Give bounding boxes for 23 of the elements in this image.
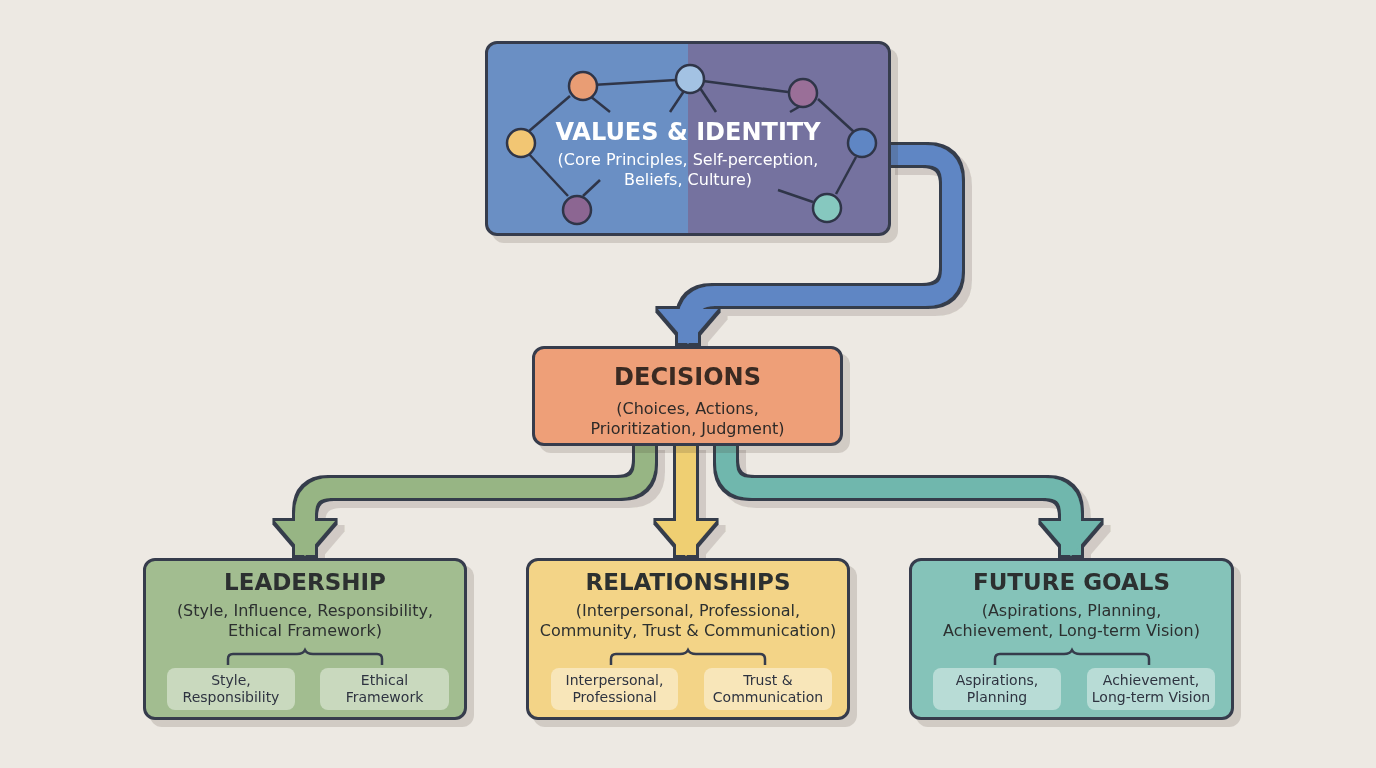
box-description: (Interpersonal, Professional, Community, Trust & Communication) [538,601,838,641]
box-title: LEADERSHIP [223,569,387,595]
box-title: FUTURE GOALS [972,569,1171,595]
box-title: VALUES & IDENTITY [554,118,822,146]
box-description: (Core Principles, Self-perception, Beliefs, Culture) [556,150,820,190]
category-box [909,558,1234,720]
wide-arrow [275,446,655,556]
category-box [526,558,850,720]
sub-item-box: Ethical Framework [320,668,449,710]
box-title: DECISIONS [613,363,762,391]
wide-arrow [716,446,1101,556]
sub-item-box: Achievement, Long-term Vision [1087,668,1215,710]
decision-box [532,346,843,446]
box-description: (Aspirations, Planning, Achievement, Long-term Vision) [942,601,1201,641]
wide-arrow [658,145,962,344]
sub-item-box: Trust & Communication [704,668,832,710]
box-description: (Choices, Actions, Prioritization, Judgment) [589,399,786,439]
category-box [143,558,467,720]
box-title: RELATIONSHIPS [584,569,792,595]
sub-item-box: Interpersonal, Professional [551,668,678,710]
box-description: (Style, Influence, Responsibility, Ethical Framework) [175,601,435,641]
sub-item-box: Style, Responsibility [167,668,295,710]
sub-item-box: Aspirations, Planning [933,668,1061,710]
